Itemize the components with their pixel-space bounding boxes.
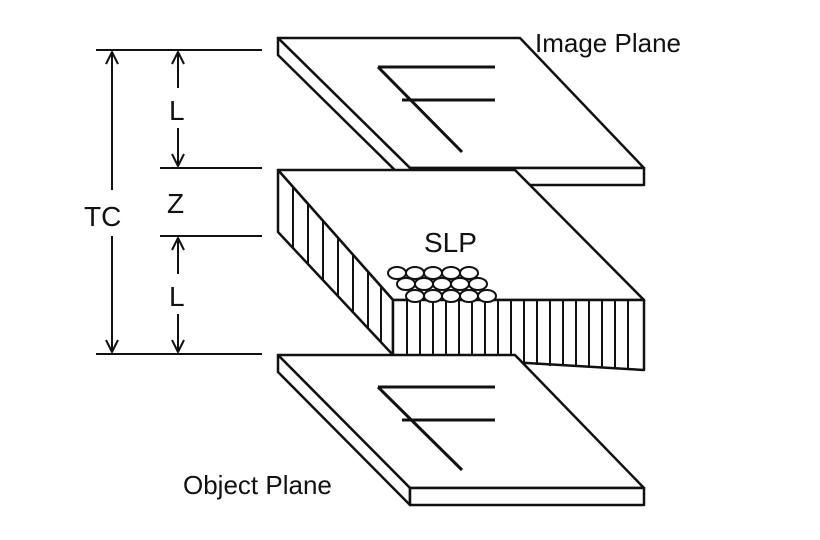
slp-label: SLP: [424, 227, 477, 258]
slp-left-face-stripes: [292, 187, 382, 342]
l-top-dimension-arrow: [171, 51, 185, 167]
image-plane-letter-f: [376, 65, 495, 154]
reference-lines: [96, 49, 262, 355]
tc-label: TC: [84, 201, 121, 232]
z-label: Z: [167, 188, 184, 219]
l-top-label: L: [169, 95, 185, 126]
object-plane-letter-f: [376, 385, 495, 472]
slp-front-face-stripes: [406, 300, 629, 369]
l-bottom-label: L: [169, 281, 185, 312]
image-plane-plate: [276, 36, 646, 187]
object-plane-label: Object Plane: [183, 470, 332, 500]
object-plane-plate: [276, 353, 646, 507]
image-plane-label: Image Plane: [535, 28, 681, 58]
slp-rod-lens-ends: [387, 266, 497, 303]
tc-dimension-arrow: [105, 51, 119, 353]
l-bottom-dimension-arrow: [171, 237, 185, 353]
